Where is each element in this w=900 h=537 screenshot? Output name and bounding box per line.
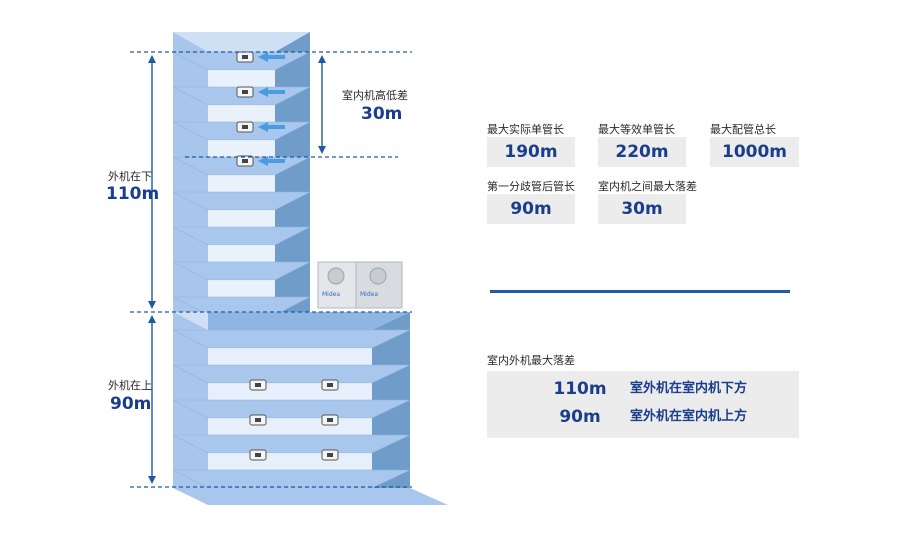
arrow-down-icon [148,301,156,309]
room-space [208,210,275,227]
indoor-diff-label: 室内机高低差 [342,88,408,102]
indoor-unit-vent [242,159,248,163]
max-drop-value: 110m [553,379,607,399]
spec-value: 220m [598,137,686,167]
airflow-arrow-icon [258,52,285,62]
lower-indoor-units [249,379,339,461]
roof-slab [208,312,410,330]
brand-logo: Midea [322,291,340,298]
outdoor-unit-group: Midea Midea [317,261,403,309]
room-space [208,348,372,365]
floor-slab [172,399,411,419]
ground-slab [173,488,448,505]
upper-indoor-units [236,51,285,167]
indoor-unit-vent [255,453,261,457]
indoor-diff-value: 30m [361,104,402,124]
outdoor-below-value: 110m [106,184,159,204]
max-drop-panel: 110m 室外机在室内机下方 90m 室外机在室内机上方 [487,371,799,438]
room-space [208,105,275,122]
airflow-arrow-icon [258,156,285,166]
spec-label: 最大实际单管长 [487,123,564,136]
section-divider [490,290,790,293]
floor-slab [172,434,411,454]
indoor-unit-vent [242,55,248,59]
room-space [208,280,275,297]
floor-slab [172,469,411,489]
room-space [208,383,372,400]
indoor-unit-vent [327,453,333,457]
arrow-down-icon [148,476,156,484]
max-drop-row: 110m 室外机在室内机下方 [487,376,799,402]
outdoor-below-label: 外机在下 [108,169,152,183]
max-drop-desc: 室外机在室内机上方 [630,409,748,424]
floor-slab [172,364,411,384]
max-drop-desc: 室外机在室内机下方 [630,381,748,396]
spec-label: 第一分歧管后管长 [487,180,575,193]
airflow-arrow-icon [258,87,285,97]
brand-logo: Midea [360,291,378,298]
arrow-down-icon [318,146,326,154]
spec-value: 1000m [710,137,799,167]
indoor-unit-vent [242,90,248,94]
floor-slab [172,329,411,349]
indoor-unit-vent [242,125,248,129]
tower-left-wall [173,32,208,312]
spec-label: 最大配管总长 [710,123,776,136]
room-space [208,175,275,192]
fan-icon [327,267,345,285]
room-space [208,245,275,262]
tower-right-wall [275,32,310,312]
indoor-unit-vent [255,418,261,422]
indoor-unit-vent [327,418,333,422]
dimension-arrows [148,55,326,484]
spec-value: 30m [598,194,686,224]
spec-label: 室内机之间最大落差 [598,180,697,193]
max-drop-title: 室内外机最大落差 [487,354,575,367]
airflow-arrow-icon [258,122,285,132]
spec-value: 90m [487,194,575,224]
spec-value: 190m [487,137,575,167]
max-drop-value: 90m [559,407,601,427]
room-space [208,70,275,87]
outdoor-above-value: 90m [110,394,151,414]
arrow-up-icon [318,55,326,63]
outdoor-above-label: 外机在上 [108,378,152,392]
arrow-up-icon [148,315,156,323]
fan-icon [369,267,387,285]
room-space [208,140,275,157]
indoor-unit-vent [255,383,261,387]
arrow-up-icon [148,55,156,63]
room-space [208,418,372,435]
room-space [208,453,372,470]
indoor-unit-vent [327,383,333,387]
max-drop-row: 90m 室外机在室内机上方 [487,404,799,430]
spec-label: 最大等效单管长 [598,123,675,136]
